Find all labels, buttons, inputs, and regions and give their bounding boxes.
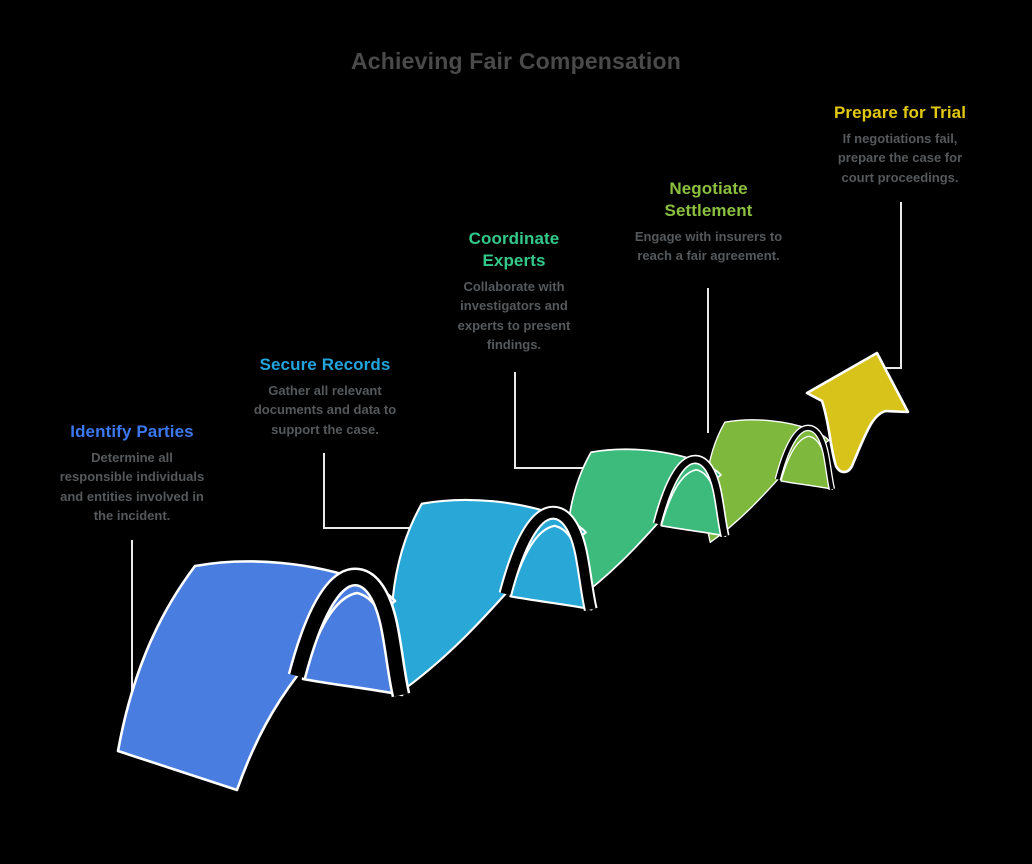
- wave-segment-2: [390, 498, 591, 695]
- trend-arrow: [807, 353, 908, 472]
- arrow-up-icon: [807, 353, 908, 472]
- page-title: Achieving Fair Compensation: [350, 48, 681, 74]
- step-5-description: If negotiations fail, prepare the case f…: [837, 131, 963, 185]
- step-3-label: Coordinate Experts: [468, 229, 560, 270]
- connector-line-3: [515, 372, 590, 468]
- step-negotiate-settlement: Negotiate Settlement Engage with insurer…: [626, 178, 791, 266]
- step-5-label: Prepare for Trial: [833, 103, 967, 122]
- step-4-description: Engage with insurers to reach a fair agr…: [634, 229, 783, 264]
- step-identify-parties: Identify Parties Determine all responsib…: [58, 421, 206, 526]
- step-2-description: Gather all relevant documents and data t…: [253, 383, 397, 437]
- step-prepare-for-trial: Prepare for Trial If negotiations fail, …: [824, 102, 976, 187]
- wave-segment-1: [116, 560, 402, 792]
- connector-lines: [132, 202, 901, 713]
- step-coordinate-experts: Coordinate Experts Collaborate with inve…: [444, 228, 584, 355]
- connector-line-5: [884, 202, 901, 368]
- step-1-label: Identify Parties: [70, 422, 194, 441]
- step-2-label: Secure Records: [259, 355, 391, 374]
- step-secure-records: Secure Records Gather all relevant docum…: [250, 354, 400, 439]
- step-3-description: Collaborate with investigators and exper…: [457, 279, 571, 353]
- step-4-label: Negotiate Settlement: [664, 179, 753, 220]
- step-1-description: Determine all responsible individuals an…: [59, 450, 205, 524]
- connector-line-2: [324, 453, 415, 528]
